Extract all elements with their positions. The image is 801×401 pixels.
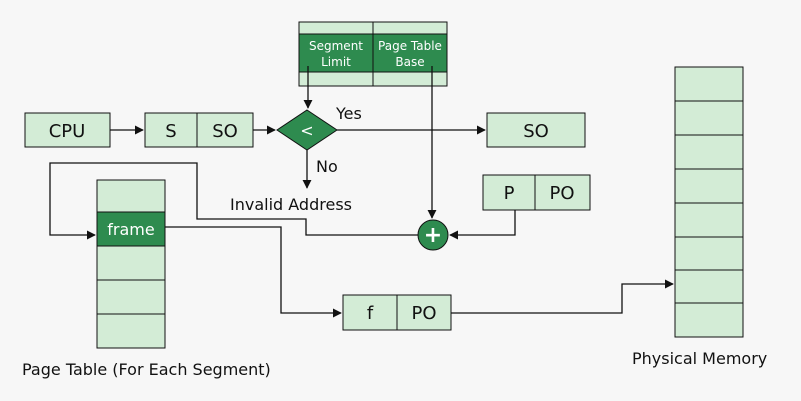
connectors bbox=[49, 66, 674, 318]
adder-circle: + bbox=[417, 219, 449, 251]
frame-entry-label: frame bbox=[107, 220, 154, 239]
page-table-base-label-line1: Page Table bbox=[378, 39, 442, 53]
page-offset-label: PO bbox=[549, 183, 574, 204]
logical-address-box: S SO bbox=[144, 112, 254, 148]
compare-symbol: < bbox=[300, 121, 313, 140]
page-number-label: P bbox=[504, 183, 515, 204]
page-table: frame bbox=[96, 179, 166, 349]
segment-limit-label-line2: Limit bbox=[321, 55, 351, 69]
frame-number-label: f bbox=[367, 303, 374, 324]
segment-number-label: S bbox=[165, 121, 176, 142]
cpu-label: CPU bbox=[49, 121, 86, 142]
segment-offset-output-box: SO bbox=[486, 112, 586, 148]
adder-symbol: + bbox=[424, 223, 442, 248]
page-table-base-label-line2: Base bbox=[395, 55, 424, 69]
arrow-physical-to-memory bbox=[451, 279, 674, 314]
cpu-box: CPU bbox=[24, 112, 111, 148]
physical-memory bbox=[674, 66, 744, 338]
physical-address-box: f PO bbox=[342, 294, 452, 331]
segment-table: Segment Limit Page Table Base bbox=[298, 21, 448, 87]
segment-offset-output-label: SO bbox=[523, 121, 549, 142]
arrow-frame-to-physical bbox=[165, 226, 342, 318]
segment-offset-label: SO bbox=[212, 121, 238, 142]
physical-memory-caption: Physical Memory bbox=[632, 349, 767, 368]
page-split-box: P PO bbox=[482, 174, 591, 211]
page-table-caption: Page Table (For Each Segment) bbox=[22, 360, 271, 379]
arrow-page-to-adder bbox=[449, 210, 516, 240]
yes-label: Yes bbox=[335, 104, 362, 123]
arrow-adder-to-page-table bbox=[49, 162, 418, 240]
no-label: No bbox=[316, 157, 338, 176]
invalid-address-label: Invalid Address bbox=[230, 195, 352, 214]
compare-diamond: < bbox=[276, 109, 338, 151]
segment-limit-label-line1: Segment bbox=[309, 39, 363, 53]
physical-offset-label: PO bbox=[411, 303, 436, 324]
